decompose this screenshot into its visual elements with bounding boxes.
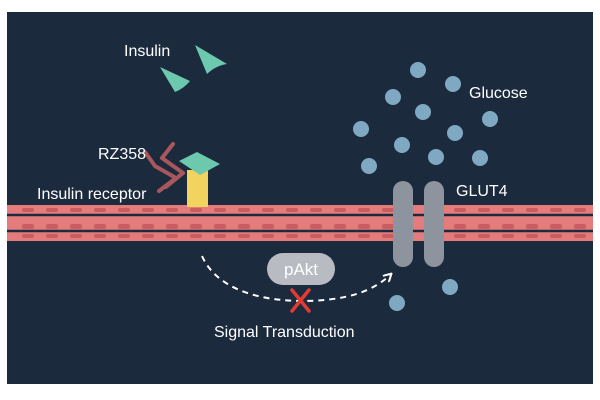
membrane-stripe xyxy=(262,224,274,229)
glucose-molecules xyxy=(353,62,498,311)
pakt-label: pAkt xyxy=(284,260,318,279)
membrane-stripe xyxy=(262,234,274,238)
glucose-molecule-icon xyxy=(353,121,369,137)
membrane-stripe xyxy=(550,208,562,212)
membrane-stripe xyxy=(574,234,586,238)
insulin-label: Insulin xyxy=(124,43,170,60)
membrane-stripe xyxy=(478,234,490,238)
membrane-stripe xyxy=(46,224,58,229)
glucose-molecule-icon xyxy=(447,125,463,141)
membrane-stripe xyxy=(310,224,322,229)
membrane-stripe xyxy=(70,234,82,238)
membrane-stripe xyxy=(214,234,226,238)
membrane-stripe xyxy=(286,234,298,238)
membrane-stripe xyxy=(46,208,58,212)
glucose-molecule-icon xyxy=(445,76,461,92)
membrane-stripe xyxy=(94,234,106,238)
membrane-stripe xyxy=(214,208,226,212)
insulin-receptor-label: Insulin receptor xyxy=(37,186,147,203)
signal-transduction-label: Signal Transduction xyxy=(214,324,355,341)
membrane-stripe xyxy=(478,224,490,229)
membrane-stripe xyxy=(574,208,586,212)
membrane-stripe xyxy=(310,208,322,212)
glut4-label: GLUT4 xyxy=(456,183,508,200)
glut4-transporter xyxy=(393,181,444,267)
membrane-stripe xyxy=(334,208,346,212)
membrane-stripe xyxy=(70,224,82,229)
diagram-background xyxy=(7,12,593,384)
membrane-stripe xyxy=(502,224,514,229)
glucose-molecule-icon xyxy=(385,89,401,105)
glucose-molecule-icon xyxy=(482,111,498,127)
pakt-pill xyxy=(267,253,335,285)
membrane-stripe xyxy=(358,224,370,229)
glucose-molecule-icon xyxy=(442,279,458,295)
membrane-stripe xyxy=(310,234,322,238)
membrane-stripe xyxy=(94,224,106,229)
membrane-stripe xyxy=(70,208,82,212)
membrane-stripe xyxy=(502,234,514,238)
membrane-stripe xyxy=(142,224,154,229)
membrane-stripe xyxy=(286,208,298,212)
membrane-stripe xyxy=(166,224,178,229)
membrane-stripe xyxy=(190,208,202,212)
membrane-stripe xyxy=(526,208,538,212)
membrane-stripe xyxy=(382,234,394,238)
glucose-molecule-icon xyxy=(394,137,410,153)
membrane-stripe xyxy=(334,224,346,229)
membrane-stripe xyxy=(166,208,178,212)
cell-membrane xyxy=(7,205,593,241)
membrane-stripe xyxy=(190,234,202,238)
membrane-stripe xyxy=(214,224,226,229)
membrane-stripe xyxy=(118,224,130,229)
membrane-stripe xyxy=(118,208,130,212)
insulin-molecule-icon xyxy=(179,152,220,175)
glucose-molecule-icon xyxy=(410,62,426,78)
membrane-stripes xyxy=(22,208,586,238)
membrane-stripe xyxy=(118,234,130,238)
membrane-stripe xyxy=(238,224,250,229)
cross-mark-icon xyxy=(290,288,311,313)
membrane-stripe xyxy=(526,234,538,238)
insulin-molecule-icon xyxy=(195,45,227,74)
membrane-stripe xyxy=(478,208,490,212)
membrane-stripe xyxy=(454,208,466,212)
membrane-stripe xyxy=(190,224,202,229)
membrane-stripe xyxy=(550,224,562,229)
membrane-stripe xyxy=(454,224,466,229)
membrane-stripe xyxy=(142,208,154,212)
membrane-stripe xyxy=(22,208,34,212)
membrane-stripe xyxy=(262,208,274,212)
membrane-stripe xyxy=(22,234,34,238)
membrane-stripe xyxy=(454,234,466,238)
membrane-stripe xyxy=(238,234,250,238)
membrane-stripe xyxy=(286,224,298,229)
membrane-stripe xyxy=(46,234,58,238)
glucose-molecule-icon xyxy=(361,158,377,174)
insulin-receptor xyxy=(187,170,208,207)
membrane-stripe xyxy=(382,208,394,212)
membrane-stripe xyxy=(334,234,346,238)
membrane-stripe xyxy=(358,208,370,212)
membrane-stripe xyxy=(22,224,34,229)
membrane-stripe xyxy=(502,208,514,212)
membrane-stripe xyxy=(526,224,538,229)
membrane-stripe xyxy=(382,224,394,229)
membrane-stripe xyxy=(574,224,586,229)
rz358-label: RZ358 xyxy=(98,146,146,163)
insulin-molecule-icon xyxy=(160,67,190,92)
membrane-stripe xyxy=(142,234,154,238)
membrane-stripe xyxy=(358,234,370,238)
glucose-molecule-icon xyxy=(472,150,488,166)
antibody-icon xyxy=(143,142,185,193)
glucose-molecule-icon xyxy=(415,104,431,120)
membrane-stripe xyxy=(238,208,250,212)
glucose-molecule-icon xyxy=(428,149,444,165)
membrane-stripe xyxy=(166,234,178,238)
membrane-stripe xyxy=(550,234,562,238)
glucose-label: Glucose xyxy=(469,85,528,102)
membrane-stripe xyxy=(94,208,106,212)
glucose-molecule-icon xyxy=(389,295,405,311)
